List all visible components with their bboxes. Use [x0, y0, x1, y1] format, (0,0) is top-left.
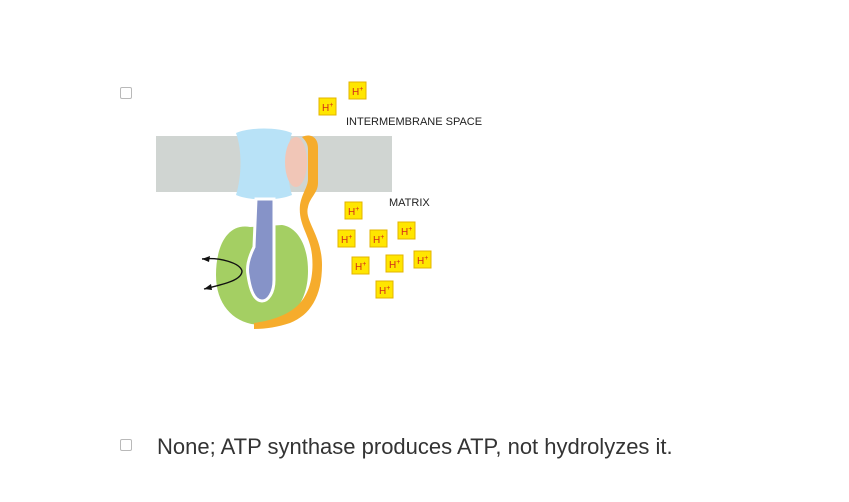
arrowhead-bottom [204, 284, 212, 290]
proton-label: H+ [355, 261, 366, 273]
proton-box: H+ [351, 256, 370, 275]
rotation-arrow [201, 257, 243, 290]
proton-label: H+ [401, 226, 412, 238]
stator-arm [254, 135, 322, 329]
option-1-checkbox[interactable] [120, 87, 132, 99]
matrix-label: MATRIX [389, 197, 430, 209]
proton-label: H+ [373, 234, 384, 246]
proton-label: H+ [389, 259, 400, 271]
proton-label: H+ [322, 102, 333, 114]
rotor-head [236, 128, 292, 200]
proton-box: H+ [369, 229, 388, 248]
option-2-checkbox[interactable] [120, 439, 132, 451]
proton-box: H+ [397, 221, 416, 240]
proton-layer: H+ H+ H+ H+ H+ H+ H+ H+ H+ H+ [318, 81, 432, 299]
proton-box: H+ [375, 280, 394, 299]
atp-synthase-diagram: INTERMEMBRANE SPACE MATRIX H+H+H+H+H+H+H… [150, 75, 495, 335]
proton-box: H+ [348, 81, 367, 100]
proton-box: H+ [337, 229, 356, 248]
proton-label: H+ [341, 234, 352, 246]
proton-box: H+ [344, 201, 363, 220]
central-stalk [246, 197, 276, 303]
option-2-text: None; ATP synthase produces ATP, not hyd… [157, 434, 673, 459]
proton-label: H+ [352, 86, 363, 98]
proton-box: H+ [318, 97, 337, 116]
proton-box: H+ [413, 250, 432, 269]
proton-label: H+ [379, 285, 390, 297]
arrowhead-top [202, 256, 210, 262]
proton-label: H+ [417, 255, 428, 267]
proton-box: H+ [385, 254, 404, 273]
proton-label: H+ [348, 206, 359, 218]
stator-disk [285, 137, 307, 187]
intermembrane-label: INTERMEMBRANE SPACE [346, 116, 482, 128]
